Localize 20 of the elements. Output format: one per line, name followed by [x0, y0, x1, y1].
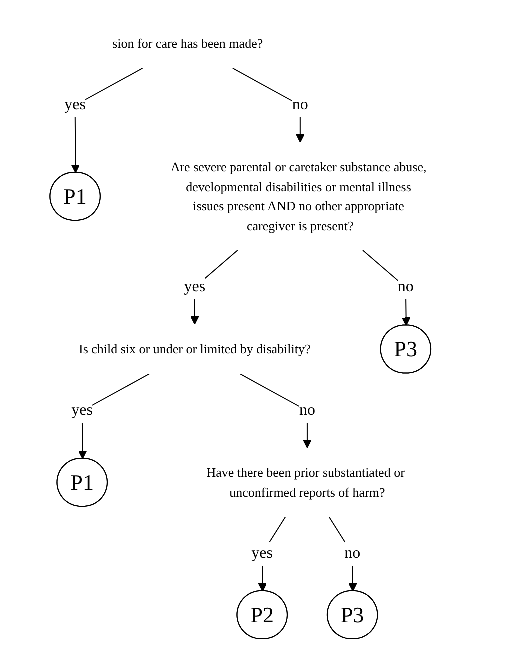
- edge-label: no: [344, 544, 360, 562]
- arrow: [190, 250, 238, 325]
- edge-label: yes: [71, 402, 93, 419]
- arrow: [362, 250, 410, 326]
- node-text: sion for care has been made?: [112, 36, 263, 51]
- node-text: Have there been prior substantiated or unconfirmed reports of harm?: [206, 464, 405, 500]
- edge-label: no: [398, 278, 414, 296]
- edge-label: no: [292, 96, 308, 114]
- edge-label: no: [299, 402, 316, 419]
- edge-label: yes: [184, 278, 206, 296]
- arrow: [232, 68, 305, 143]
- edge-label: yes: [251, 544, 273, 562]
- arrow: [328, 516, 358, 592]
- edge-label: yes: [64, 96, 86, 114]
- arrow: [239, 374, 312, 448]
- arrow: [258, 516, 286, 592]
- arrow: [71, 68, 143, 174]
- node-text: Are severe parental or caretaker substance abuse, developmental disabilities or mental illness issues present AND no other appropriate caregiver is present?: [170, 159, 426, 233]
- arrow: [78, 374, 150, 460]
- node-text: Is child six or under or limited by disability?: [78, 341, 311, 356]
